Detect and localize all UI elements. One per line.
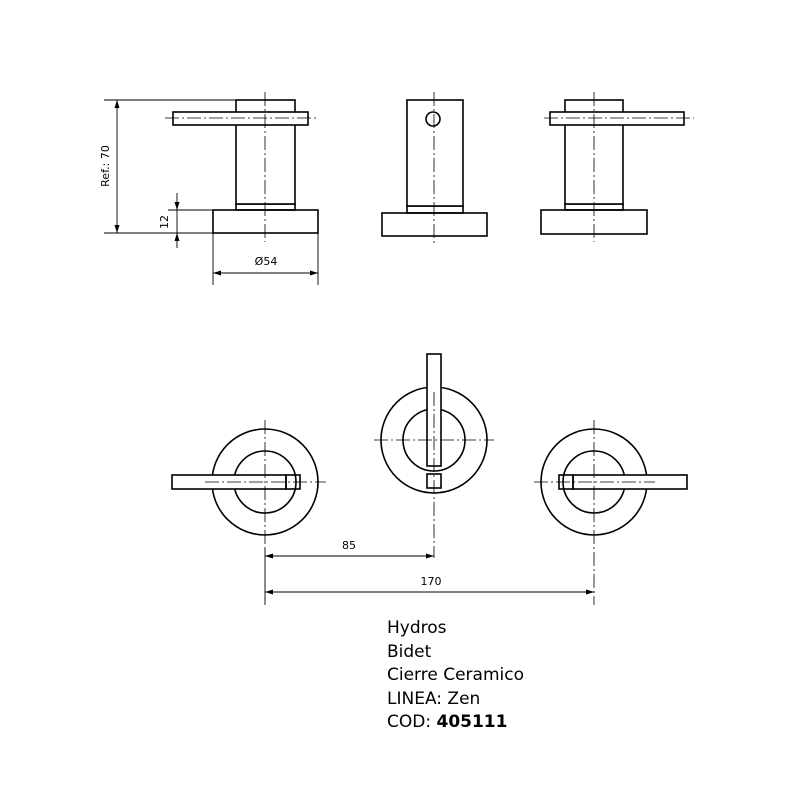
product-code: COD: 405111 <box>387 711 524 735</box>
valve-collar <box>406 205 464 214</box>
dimension-170-label: 170 <box>421 575 442 588</box>
line-value: Zen <box>447 688 481 709</box>
handle-pin <box>425 111 441 127</box>
side-view-right <box>540 92 694 242</box>
code-value: 405111 <box>436 712 508 732</box>
dimension-spacing-total: 170 <box>265 575 594 595</box>
product-spec-block: Hydros Bidet Cierre Ceramico LINEA: Zen … <box>387 617 524 735</box>
plan-valve-right <box>534 420 688 605</box>
side-view-left <box>165 92 319 242</box>
line-label: LINEA: <box>387 688 443 709</box>
dimension-85-label: 85 <box>342 539 356 552</box>
plan-valve-center <box>374 353 494 558</box>
brand-name: Hydros <box>387 618 447 638</box>
lever-handle <box>549 111 685 126</box>
dimension-spacing-half: 85 <box>264 539 434 605</box>
plan-valve-left <box>171 420 326 548</box>
escutcheon-base <box>212 209 319 234</box>
product-type: Bidet <box>387 641 432 662</box>
valve-body <box>406 99 464 207</box>
valve-collar <box>235 203 296 211</box>
dimension-height-label: Ref.: 70 <box>99 145 112 187</box>
dimension-diameter: Ø54 <box>212 233 319 285</box>
code-label: COD: <box>387 712 432 732</box>
product-line: LINEA: Zen <box>387 688 524 712</box>
dimension-diameter-label: Ø54 <box>255 255 278 268</box>
front-view-center <box>381 92 488 245</box>
dimension-base-height: 12 <box>158 193 213 248</box>
escutcheon-base <box>381 212 488 237</box>
dimension-base-label: 12 <box>158 215 171 229</box>
mechanism-type: Cierre Ceramico <box>387 665 524 685</box>
lever-handle <box>172 111 309 126</box>
